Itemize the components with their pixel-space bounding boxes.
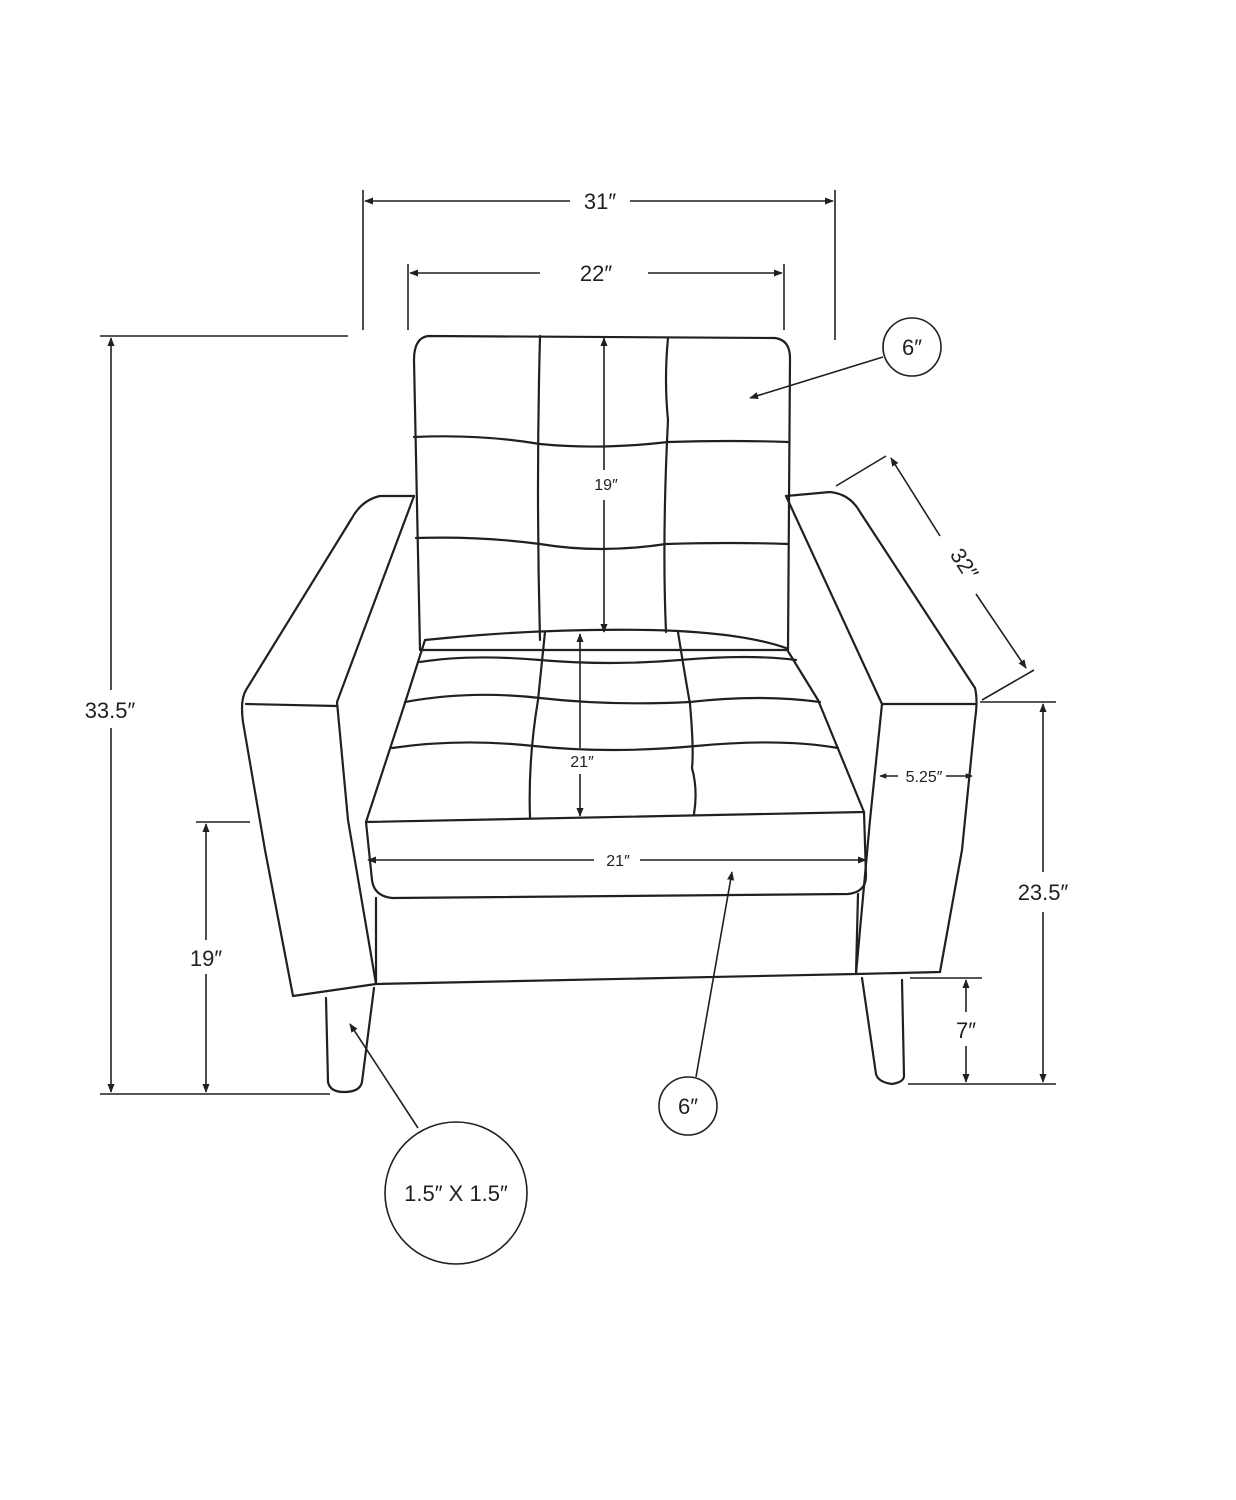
arm-height-label: 23.5″ (1018, 880, 1069, 905)
dim-cushion-thickness: 6″ (658, 871, 735, 1136)
dim-overall-width: 31″ (362, 189, 836, 340)
dim-back-thickness: 6″ (749, 317, 942, 400)
seat-tuft-line (403, 693, 822, 705)
arm-length-label: 32″ (945, 544, 984, 585)
base-front (374, 892, 860, 986)
back-tuft-line (414, 536, 790, 551)
dim-seat-height: 19″ (190, 821, 250, 1093)
left-arm (240, 494, 416, 998)
back-height-label: 19″ (594, 477, 618, 494)
leg-size-label: 1.5″ X 1.5″ (404, 1181, 508, 1206)
back-tuft-line (536, 334, 542, 642)
back-width-label: 22″ (580, 261, 612, 286)
right-arm (784, 490, 978, 976)
seat-height-label: 19″ (190, 946, 222, 971)
cushion-thickness-label: 6″ (678, 1094, 698, 1119)
seat-width-label: 21″ (606, 853, 630, 870)
dim-seat-width: 21″ (367, 853, 867, 870)
dim-arm-length: 32″ (835, 455, 1035, 701)
leg-height-label: 7″ (956, 1018, 976, 1043)
seat-cushion (364, 628, 866, 824)
chair-outline (240, 334, 978, 1094)
seat-tuft-line (390, 741, 840, 752)
back-tuft-line (663, 336, 670, 634)
dim-arm-height: 23.5″ (908, 701, 1069, 1085)
dim-overall-height: 33.5″ (85, 335, 348, 1095)
dim-seat-depth: 21″ (570, 633, 594, 817)
arm-width-label: 5.25″ (906, 769, 943, 786)
front-left-leg (324, 986, 376, 1094)
back-thickness-label: 6″ (902, 335, 922, 360)
dim-arm-width: 5.25″ (879, 769, 973, 786)
dim-back-height: 19″ (594, 337, 618, 633)
overall-width-label: 31″ (584, 189, 616, 214)
dim-back-width: 22″ (407, 261, 785, 330)
dim-leg-size: 1.5″ X 1.5″ (349, 1023, 528, 1265)
seat-depth-label: 21″ (570, 754, 594, 771)
back-tuft-line (412, 435, 790, 448)
front-right-leg (860, 976, 906, 1086)
dim-leg-height: 7″ (910, 977, 982, 1083)
seat-tuft-line (676, 630, 697, 816)
seat-front (364, 810, 868, 900)
seat-tuft-line (418, 655, 798, 665)
overall-height-label: 33.5″ (85, 698, 136, 723)
